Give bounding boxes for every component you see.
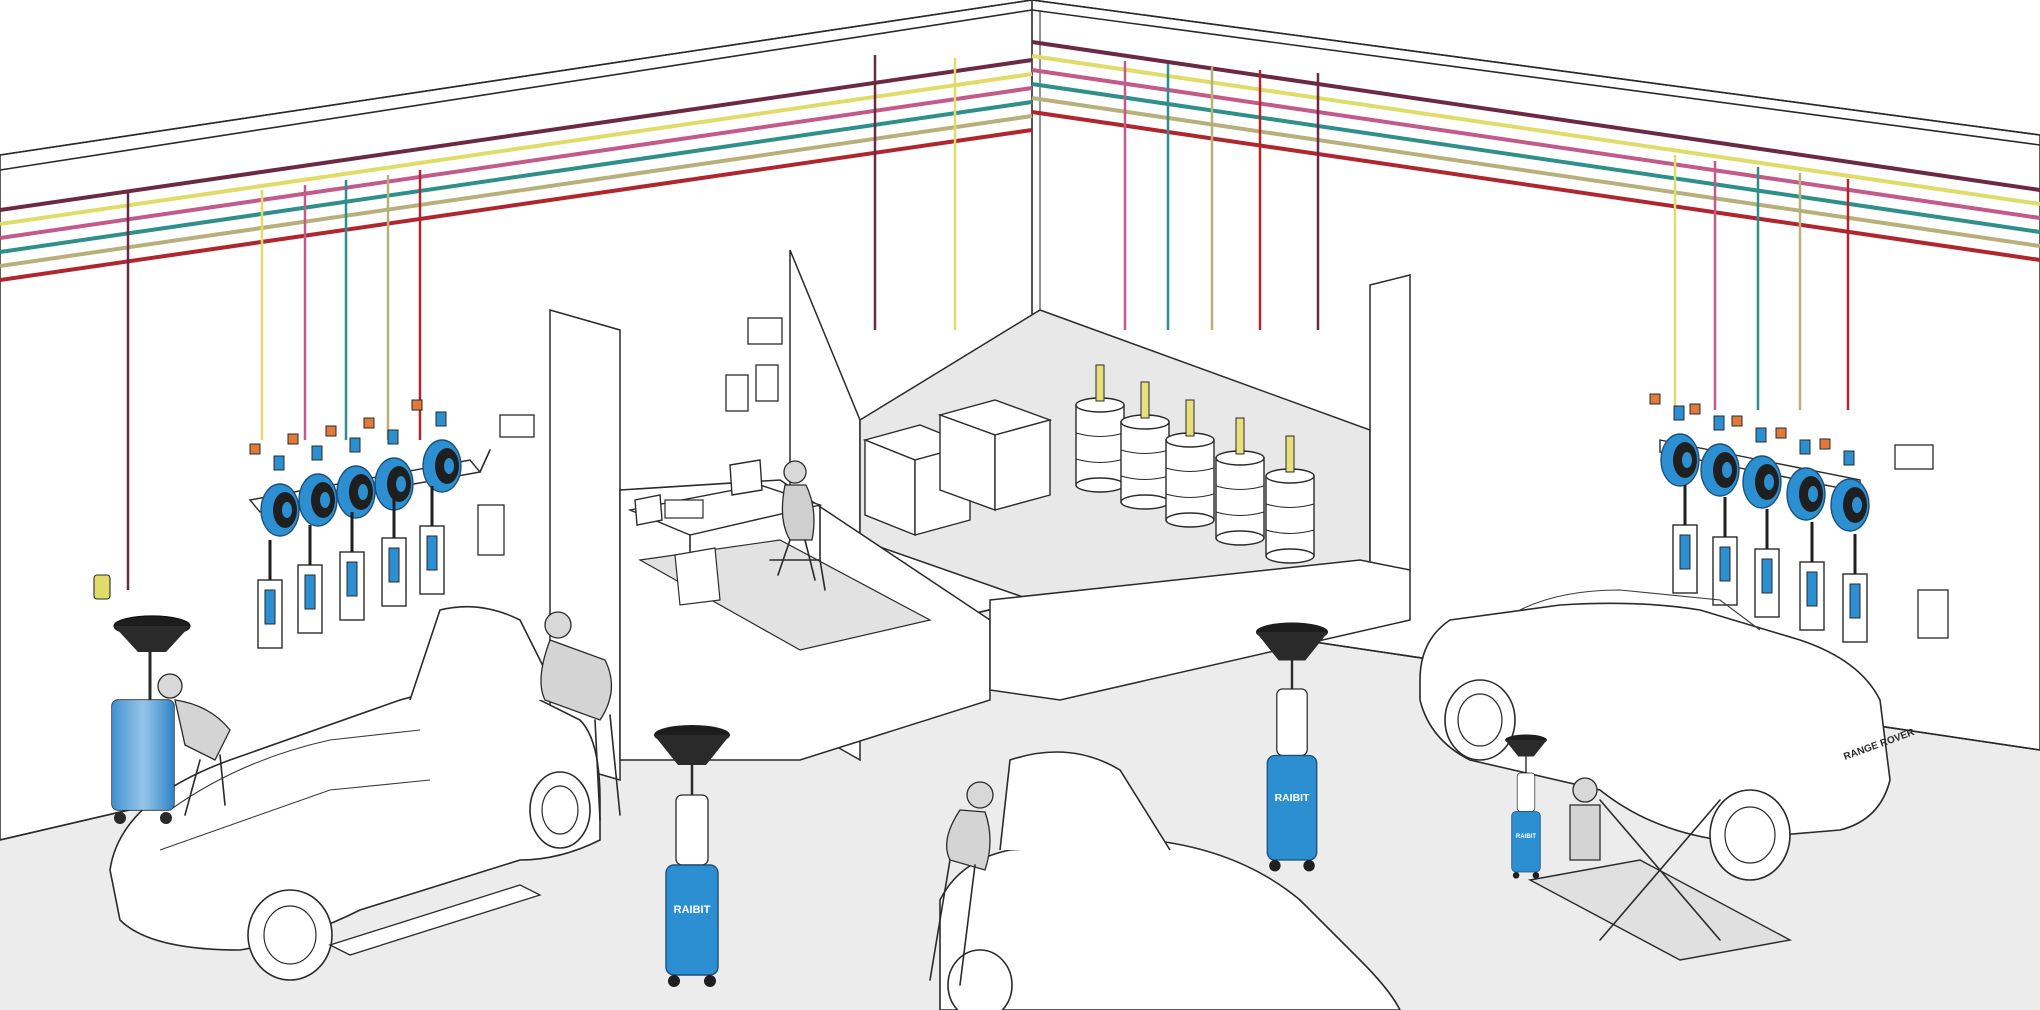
dispense-gun-icon <box>1672 485 1698 594</box>
mechanic-under-lift <box>1569 777 1601 861</box>
dispense-gun-icon <box>1712 497 1738 606</box>
oil-drainer-icon <box>93 574 191 824</box>
oil-tank-2 <box>937 399 1053 511</box>
pipe-segment <box>0 100 1033 254</box>
mechanic-front <box>929 781 994 986</box>
dispense-gun-icon <box>1754 509 1780 618</box>
oil-drainer-icon: RAIBIT <box>1255 622 1329 872</box>
office-control-panels <box>725 317 783 412</box>
oil-drainers: RAIBIT RAIBIT RAIBIT <box>654 622 1547 987</box>
dispense-gun-icon <box>297 525 323 634</box>
mechanic-drainer <box>157 673 231 816</box>
hose-reel-icon <box>1819 438 1870 532</box>
mechanic-left <box>540 611 621 821</box>
hose-reel-icon <box>1649 393 1700 487</box>
overhead-oil-pipes-right <box>1031 40 2040 262</box>
hose-reel-icon <box>411 399 462 493</box>
drainer-brand-label: RAIBIT <box>674 904 711 916</box>
dispense-gun-holders-left <box>257 486 445 649</box>
scissor-lift <box>1527 799 1793 961</box>
oil-drums <box>1075 364 1315 564</box>
pipe-segment <box>1031 96 2040 248</box>
hose-reel-icon <box>325 425 376 519</box>
office-desk <box>627 459 823 606</box>
oil-drum-icon <box>1215 417 1265 546</box>
drainer-brand-label: RAIBIT <box>1516 834 1536 840</box>
hose-reel-icon <box>1689 403 1740 497</box>
dispense-gun-icon <box>1799 522 1825 631</box>
hose-reel-icon <box>1775 427 1826 521</box>
hose-reel-icon <box>1731 415 1782 509</box>
pipe-segment <box>1031 54 2040 206</box>
hose-reel-icon <box>287 433 338 527</box>
oil-drum-icon <box>1265 435 1315 564</box>
pipe-segment <box>1031 82 2040 234</box>
office-worker <box>769 460 826 591</box>
oil-drum-icon <box>1165 399 1215 528</box>
pipe-segment <box>1031 110 2040 262</box>
oil-drainer-icon: RAIBIT <box>1505 734 1547 879</box>
pipe-segment <box>1031 40 2040 192</box>
overhead-oil-pipes-left <box>0 58 1033 282</box>
hose-reels-right <box>1649 393 1870 532</box>
dispense-gun-icon <box>257 540 283 649</box>
pipe-drop-lines <box>126 55 1850 590</box>
hose-reels-left <box>249 399 462 537</box>
pipe-segment <box>0 58 1033 212</box>
car-front-open-hood <box>939 751 1401 1010</box>
oil-drainer-icon: RAIBIT <box>654 725 730 987</box>
pipe-segment <box>0 128 1033 282</box>
dispense-gun-icon <box>381 498 407 607</box>
pipe-segment <box>0 86 1033 240</box>
pipe-segment <box>1031 68 2040 220</box>
car-left-open-hood <box>109 605 601 981</box>
hose-reel-icon <box>363 417 414 511</box>
dispense-gun-icon <box>419 486 445 595</box>
dispense-gun-holders-right <box>1672 485 1868 643</box>
control-panel-icon <box>477 414 1949 639</box>
dispense-gun-icon <box>1842 534 1868 643</box>
pipe-segment <box>0 114 1033 268</box>
pipe-segment <box>0 72 1033 226</box>
drainer-brand-label: RAIBIT <box>1275 793 1310 804</box>
hose-reel-icon <box>249 443 300 537</box>
oil-drum-icon <box>1075 364 1125 493</box>
dispense-gun-icon <box>339 512 365 621</box>
